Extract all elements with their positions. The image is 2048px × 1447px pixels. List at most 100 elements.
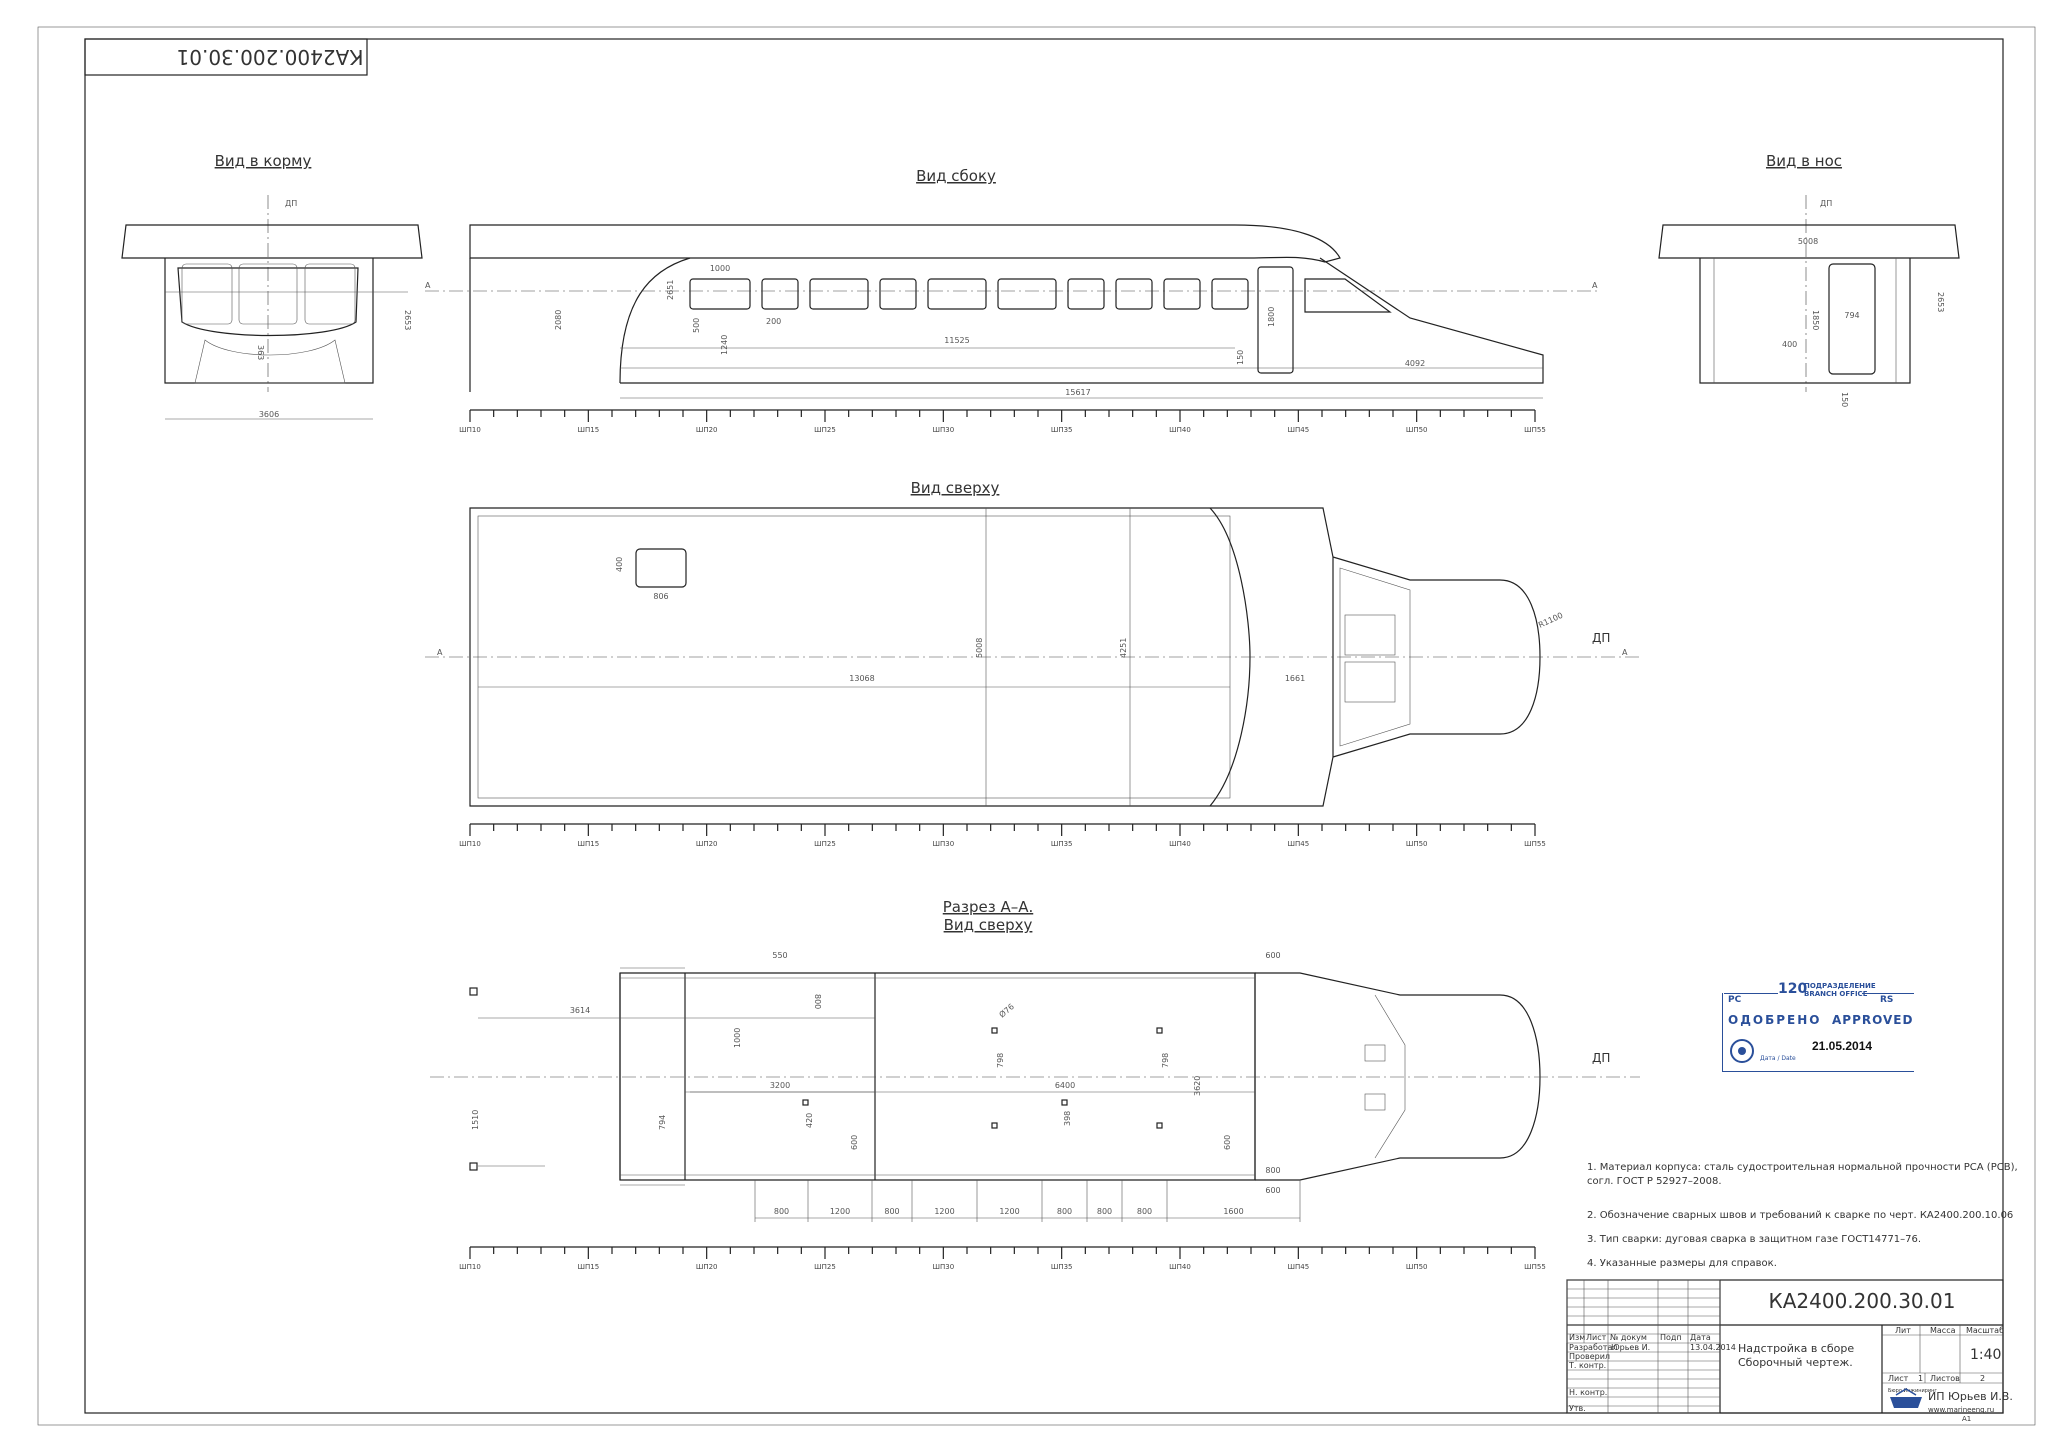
scale-label: ШП35 bbox=[1051, 840, 1073, 848]
stamp-code: 120 bbox=[1778, 981, 1808, 997]
stern-cabin-dim: 363 bbox=[256, 345, 265, 360]
tb-row-label: Разработал bbox=[1569, 1343, 1617, 1352]
tb-lit: Лит bbox=[1895, 1326, 1911, 1335]
note-3: 3. Тип сварки: дуговая сварка в защитном… bbox=[1587, 1234, 1921, 1245]
scale-label: ШП40 bbox=[1169, 426, 1191, 434]
bow-400-dim: 400 bbox=[1782, 340, 1797, 349]
sec-600d-dim: 600 bbox=[1265, 1186, 1280, 1195]
tb-row-label: Проверил bbox=[1569, 1352, 1610, 1361]
side-section-mark-right: А bbox=[1592, 281, 1598, 290]
bottom-dim-label: 1200 bbox=[999, 1207, 1019, 1216]
top-hatch-h-dim: 400 bbox=[615, 557, 624, 572]
sec-398-dim: 398 bbox=[1063, 1111, 1072, 1126]
top-5008-dim: 5008 bbox=[975, 638, 984, 658]
section-axis-label: ДП bbox=[1592, 1051, 1610, 1065]
tb-site: www.marineeng.ru bbox=[1928, 1406, 1994, 1414]
mirrored-drawing-number: КА2400.200.30.01 bbox=[177, 45, 364, 69]
sec-3620-dim: 3620 bbox=[1193, 1076, 1202, 1096]
bow-door bbox=[1828, 263, 1876, 375]
bottom-dim-label: 800 bbox=[884, 1207, 899, 1216]
tb-company: ИП Юрьев И.В. bbox=[1928, 1390, 2013, 1403]
sec-1510-dim: 1510 bbox=[471, 1110, 480, 1130]
top-r1100-dim: R1100 bbox=[1537, 611, 1564, 630]
note-4: 4. Указанные размеры для справок. bbox=[1587, 1258, 1777, 1269]
sec-3614-dim: 3614 bbox=[570, 1006, 590, 1015]
bottom-dim-label: 800 bbox=[1097, 1207, 1112, 1216]
scale-label: ШП40 bbox=[1169, 840, 1191, 848]
tb-row-label: Н. контр. bbox=[1569, 1388, 1607, 1397]
tb-col-header: Подп bbox=[1660, 1333, 1682, 1342]
bow-1850-dim: 1850 bbox=[1811, 310, 1820, 330]
side-door bbox=[1257, 266, 1294, 374]
scale-label: ШП50 bbox=[1406, 840, 1428, 848]
side-11525-dim: 11525 bbox=[944, 336, 969, 345]
sec-550-dim: 550 bbox=[772, 951, 787, 960]
stern-roof bbox=[121, 224, 423, 259]
top-1661-dim: 1661 bbox=[1285, 674, 1305, 683]
scale-label: ШП40 bbox=[1169, 1263, 1191, 1271]
side-view-title: Вид сбоку bbox=[916, 167, 996, 185]
stern-view-title: Вид в корму bbox=[215, 152, 312, 170]
sec-1000-dim: 1000 bbox=[733, 1028, 742, 1048]
bottom-dim-label: 800 bbox=[774, 1207, 789, 1216]
bow-150-dim: 150 bbox=[1840, 392, 1849, 407]
sec-3200-dim: 3200 bbox=[770, 1081, 790, 1090]
side-hull bbox=[619, 257, 1544, 384]
scale-label: ШП30 bbox=[933, 840, 955, 848]
scale-label: ШП15 bbox=[578, 1263, 600, 1271]
tb-row-label: Т. контр. bbox=[1568, 1361, 1606, 1370]
tb-dev-date: 13.04.2014 bbox=[1690, 1343, 1736, 1352]
side-roof bbox=[469, 224, 1341, 263]
scale-label: ШП20 bbox=[696, 840, 718, 848]
bow-794-dim: 794 bbox=[1844, 311, 1859, 320]
sec-798a-dim: 798 bbox=[996, 1053, 1005, 1068]
sec-600-dim: 600 bbox=[850, 1135, 859, 1150]
sec-6400-dim: 6400 bbox=[1055, 1081, 1075, 1090]
side-1240-dim: 1240 bbox=[720, 335, 729, 355]
scale-label: ШП35 bbox=[1051, 426, 1073, 434]
tb-col-header: Дата bbox=[1690, 1333, 1711, 1342]
tb-title-2: Сборочный чертеж. bbox=[1738, 1356, 1853, 1369]
scale-label: ШП55 bbox=[1524, 1263, 1546, 1271]
sec-800-dim: 800 bbox=[813, 994, 822, 1009]
scale-label: ШП15 bbox=[578, 426, 600, 434]
scale-label: ШП10 bbox=[459, 426, 481, 434]
side-1800-dim: 1800 bbox=[1267, 307, 1276, 327]
outer-frame bbox=[37, 26, 2036, 1426]
stern-height-dim: 2653 bbox=[403, 310, 412, 330]
sec-d76-dim: Ø76 bbox=[997, 1001, 1016, 1019]
scale-label: ШП45 bbox=[1288, 1263, 1310, 1271]
tb-developer: Юрьев И. bbox=[1611, 1343, 1650, 1352]
scale-label: ШП30 bbox=[933, 1263, 955, 1271]
top-section-mark-right: А bbox=[1622, 648, 1628, 657]
bottom-dim-label: 800 bbox=[1057, 1207, 1072, 1216]
stern-width-dim: 3606 bbox=[259, 410, 279, 419]
scale-label: ШП50 bbox=[1406, 426, 1428, 434]
scale-label: ШП25 bbox=[814, 426, 836, 434]
scale-label: ШП10 bbox=[459, 840, 481, 848]
section-bow bbox=[1255, 972, 1541, 1181]
note-1a: 1. Материал корпуса: сталь судостроитель… bbox=[1587, 1162, 2018, 1173]
scale-label: ШП55 bbox=[1524, 840, 1546, 848]
bow-2653-dim: 2653 bbox=[1936, 292, 1945, 312]
stamp-rs-left: РС bbox=[1728, 995, 1742, 1005]
scale-label: ШП55 bbox=[1524, 426, 1546, 434]
side-h2080-dim: 2080 bbox=[554, 310, 563, 330]
scale-label: ШП50 bbox=[1406, 1263, 1428, 1271]
company-logo: Бюро Инжиниринг bbox=[1888, 1388, 1937, 1408]
tb-sheets-value: 2 bbox=[1980, 1374, 1985, 1383]
bow-5008-dim: 5008 bbox=[1798, 237, 1818, 246]
stamp-rs-right: RS bbox=[1880, 995, 1894, 1005]
notes: 1. Материал корпуса: сталь судостроитель… bbox=[1587, 1162, 2018, 1269]
bow-roof bbox=[1658, 224, 1960, 259]
note-1b: согл. ГОСТ Р 52927–2008. bbox=[1587, 1176, 1722, 1187]
section-title-line1: Разрез А–А. bbox=[943, 898, 1034, 916]
stamp-approved-en: APPROVED bbox=[1832, 1013, 1914, 1027]
tb-mass: Масса bbox=[1930, 1326, 1956, 1335]
tb-col-header: Изм bbox=[1569, 1333, 1585, 1342]
